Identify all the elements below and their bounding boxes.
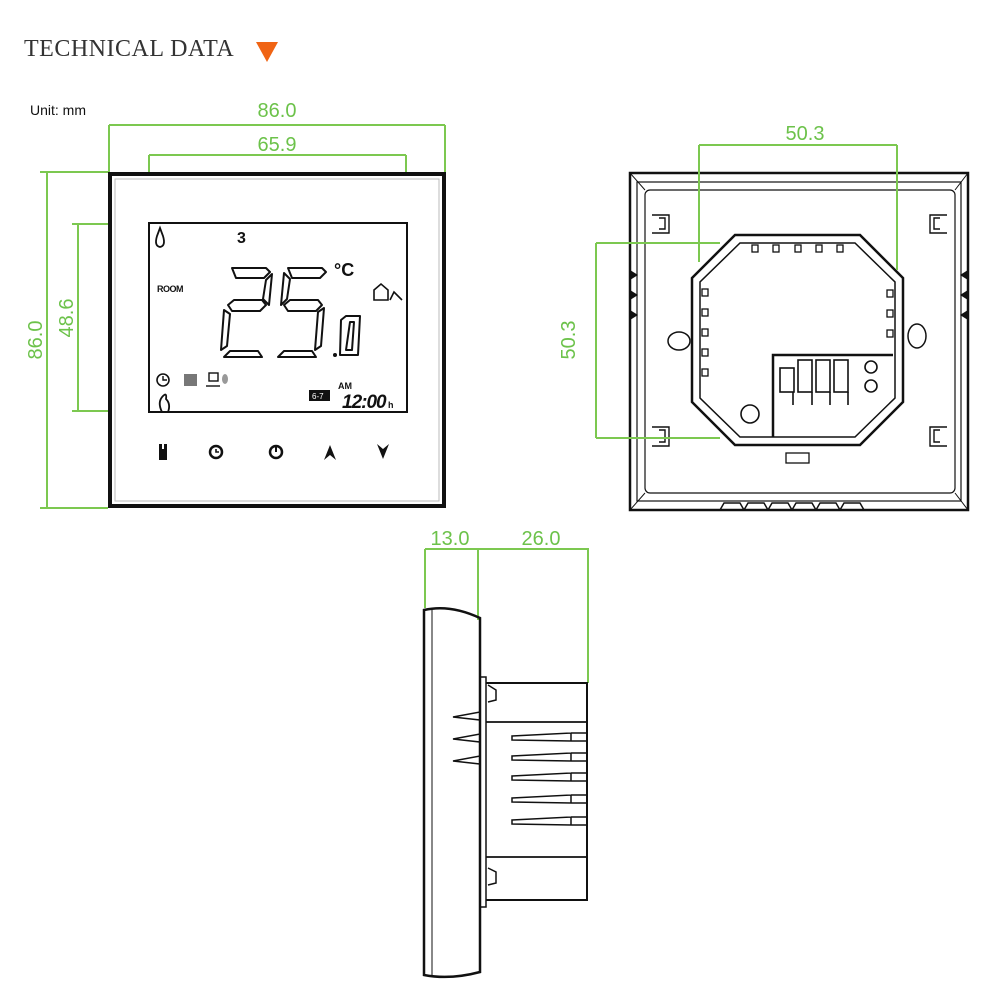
- lcd-level: 3: [237, 230, 246, 247]
- menu-button[interactable]: [159, 444, 167, 460]
- decimal-point: [333, 353, 337, 357]
- dimension-front-depth: 13.0: [431, 528, 470, 550]
- heating-icon: [184, 374, 197, 386]
- flame-icon: [158, 393, 171, 413]
- dimension-back-width: 50.3: [786, 123, 825, 145]
- clock-icon: [156, 373, 170, 387]
- lcd-room-label: ROOM: [157, 284, 183, 294]
- up-button[interactable]: [324, 445, 336, 460]
- dimension-screen-height: 48.6: [56, 299, 78, 338]
- triangle-down-icon: [256, 42, 278, 62]
- down-button[interactable]: [377, 444, 389, 459]
- lcd-unit: °C: [334, 260, 354, 280]
- side-view: 13.0 26.0: [422, 528, 589, 979]
- front-view: 86.0 65.9 86.0 48.6 3 ROOM: [25, 100, 446, 509]
- lcd-am-label: AM: [338, 381, 352, 391]
- day-indicator: [309, 390, 330, 401]
- house-icon: [373, 282, 403, 301]
- lcd-clock: 12:00: [342, 392, 387, 413]
- lcd-content: 3 ROOM 25 0 °C: [155, 225, 403, 413]
- water-drop-icon: [155, 225, 165, 248]
- power-button[interactable]: [268, 444, 284, 460]
- lcd-clock-suffix: h: [388, 400, 394, 410]
- clock-button[interactable]: [208, 444, 224, 460]
- terminal-block: [740, 353, 893, 437]
- dimension-screen-width: 65.9: [258, 134, 297, 156]
- lcd-day-label: 6-7: [312, 392, 324, 401]
- dimension-front-height: 86.0: [25, 321, 47, 360]
- unit-label: Unit: mm: [30, 102, 86, 118]
- clock-icon: [208, 444, 224, 460]
- dimension-back-height: 50.3: [558, 321, 580, 360]
- away-mode-icon: [206, 372, 228, 387]
- chevron-down-icon: [377, 444, 389, 459]
- dimension-front-width: 86.0: [258, 100, 297, 122]
- dimension-body-depth: 26.0: [522, 528, 561, 550]
- chevron-up-icon: [324, 445, 336, 460]
- lcd-temperature-digits: [220, 267, 361, 358]
- section-title: TECHNICAL DATA: [24, 36, 235, 62]
- menu-icon: [159, 444, 167, 460]
- back-view: 50.3 50.3: [558, 123, 970, 512]
